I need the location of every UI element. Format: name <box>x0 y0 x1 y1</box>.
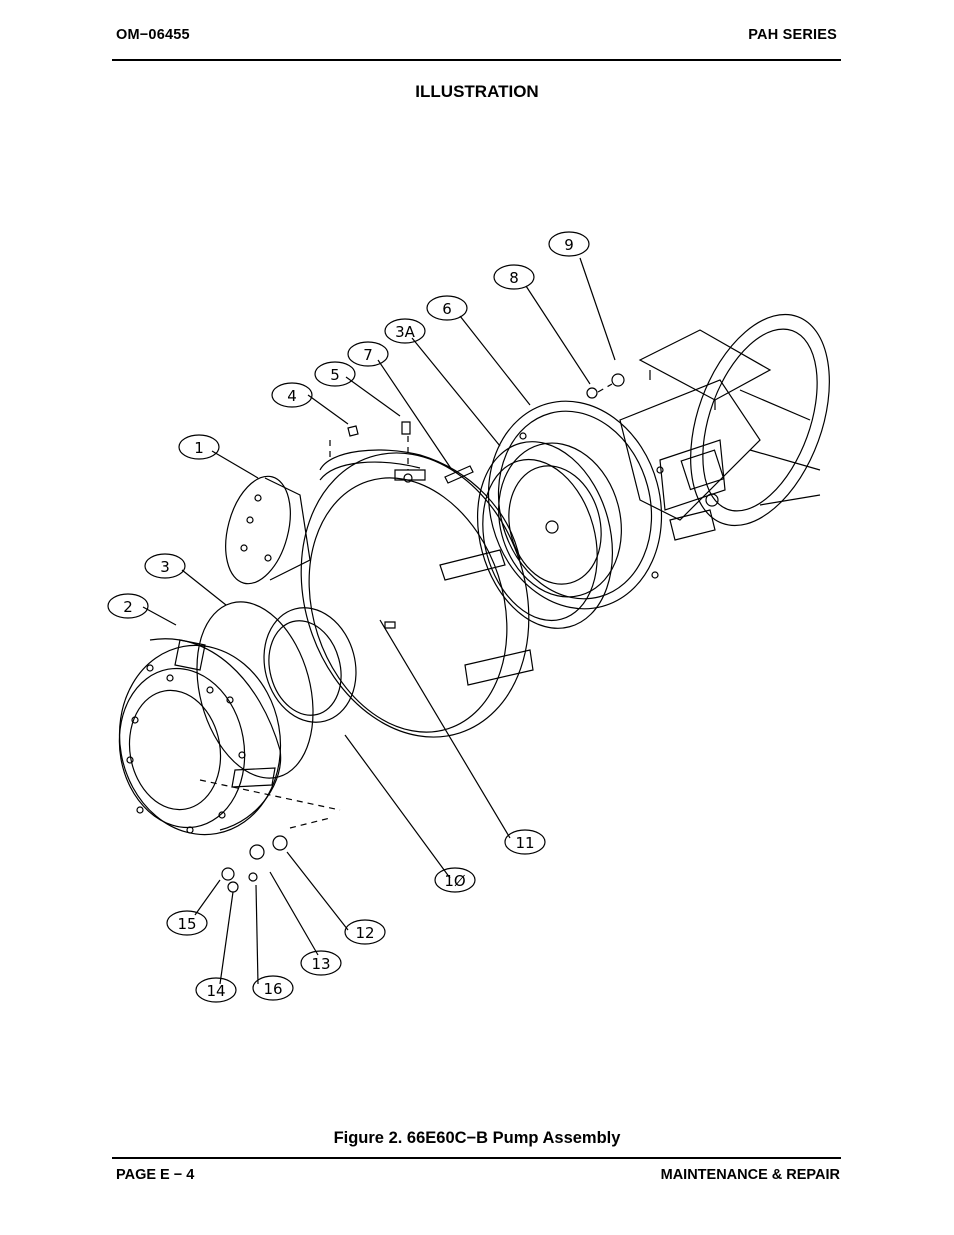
fitting-5 <box>401 421 411 435</box>
callout-14: 14 <box>206 982 225 1000</box>
callout-15: 15 <box>177 915 196 933</box>
elbow-13 <box>249 844 265 860</box>
rotating-assembly <box>487 400 664 610</box>
section-title: ILLUSTRATION <box>415 82 539 101</box>
callout-4: 4 <box>287 387 297 405</box>
header-rule <box>112 59 841 61</box>
callout-9: 9 <box>564 236 574 254</box>
pipe-plug-4 <box>347 425 359 437</box>
callout-1: 1 <box>194 439 204 457</box>
callout-balloons <box>107 231 590 1003</box>
wear-ring <box>263 607 357 723</box>
callout-12: 12 <box>355 924 374 942</box>
callout-3a: 3A <box>395 323 416 341</box>
cock-15 <box>221 867 235 881</box>
page-number: PAGE E − 4 <box>116 1167 195 1183</box>
callout-11: 11 <box>515 834 534 852</box>
callout-5: 5 <box>330 366 340 384</box>
nut-8 <box>586 387 598 399</box>
stud-7 <box>444 465 474 484</box>
callout-16: 16 <box>263 980 282 998</box>
suction-cover <box>118 638 282 836</box>
callout-6: 6 <box>442 300 452 318</box>
callout-13: 13 <box>311 955 330 973</box>
callout-3: 3 <box>160 558 170 576</box>
footer-rule <box>112 1157 841 1159</box>
document-number: OM−06455 <box>116 27 190 43</box>
assembly-guide-lines <box>199 383 613 829</box>
plug-16 <box>248 872 258 882</box>
series-name: PAH SERIES <box>748 27 837 43</box>
callout-labels: 1 2 3 3A 4 5 6 7 8 9 1Ø 11 12 13 14 15 1… <box>123 236 574 1000</box>
bearing-frame <box>619 313 830 541</box>
pump-casing <box>300 449 534 738</box>
o-ring <box>196 601 314 779</box>
callout-2: 2 <box>123 598 133 616</box>
discharge-flange <box>225 475 311 585</box>
callout-7: 7 <box>363 346 373 364</box>
nipple-14 <box>227 881 239 893</box>
figure-caption: Figure 2. 66E60C−B Pump Assembly <box>333 1129 621 1147</box>
gauge-12 <box>272 835 288 851</box>
nut-9 <box>611 373 625 387</box>
chapter-name: MAINTENANCE & REPAIR <box>660 1167 840 1183</box>
wear-plate <box>476 441 614 629</box>
callout-10: 1Ø <box>444 872 466 890</box>
callout-8: 8 <box>509 269 519 287</box>
leader-lines <box>142 257 616 985</box>
